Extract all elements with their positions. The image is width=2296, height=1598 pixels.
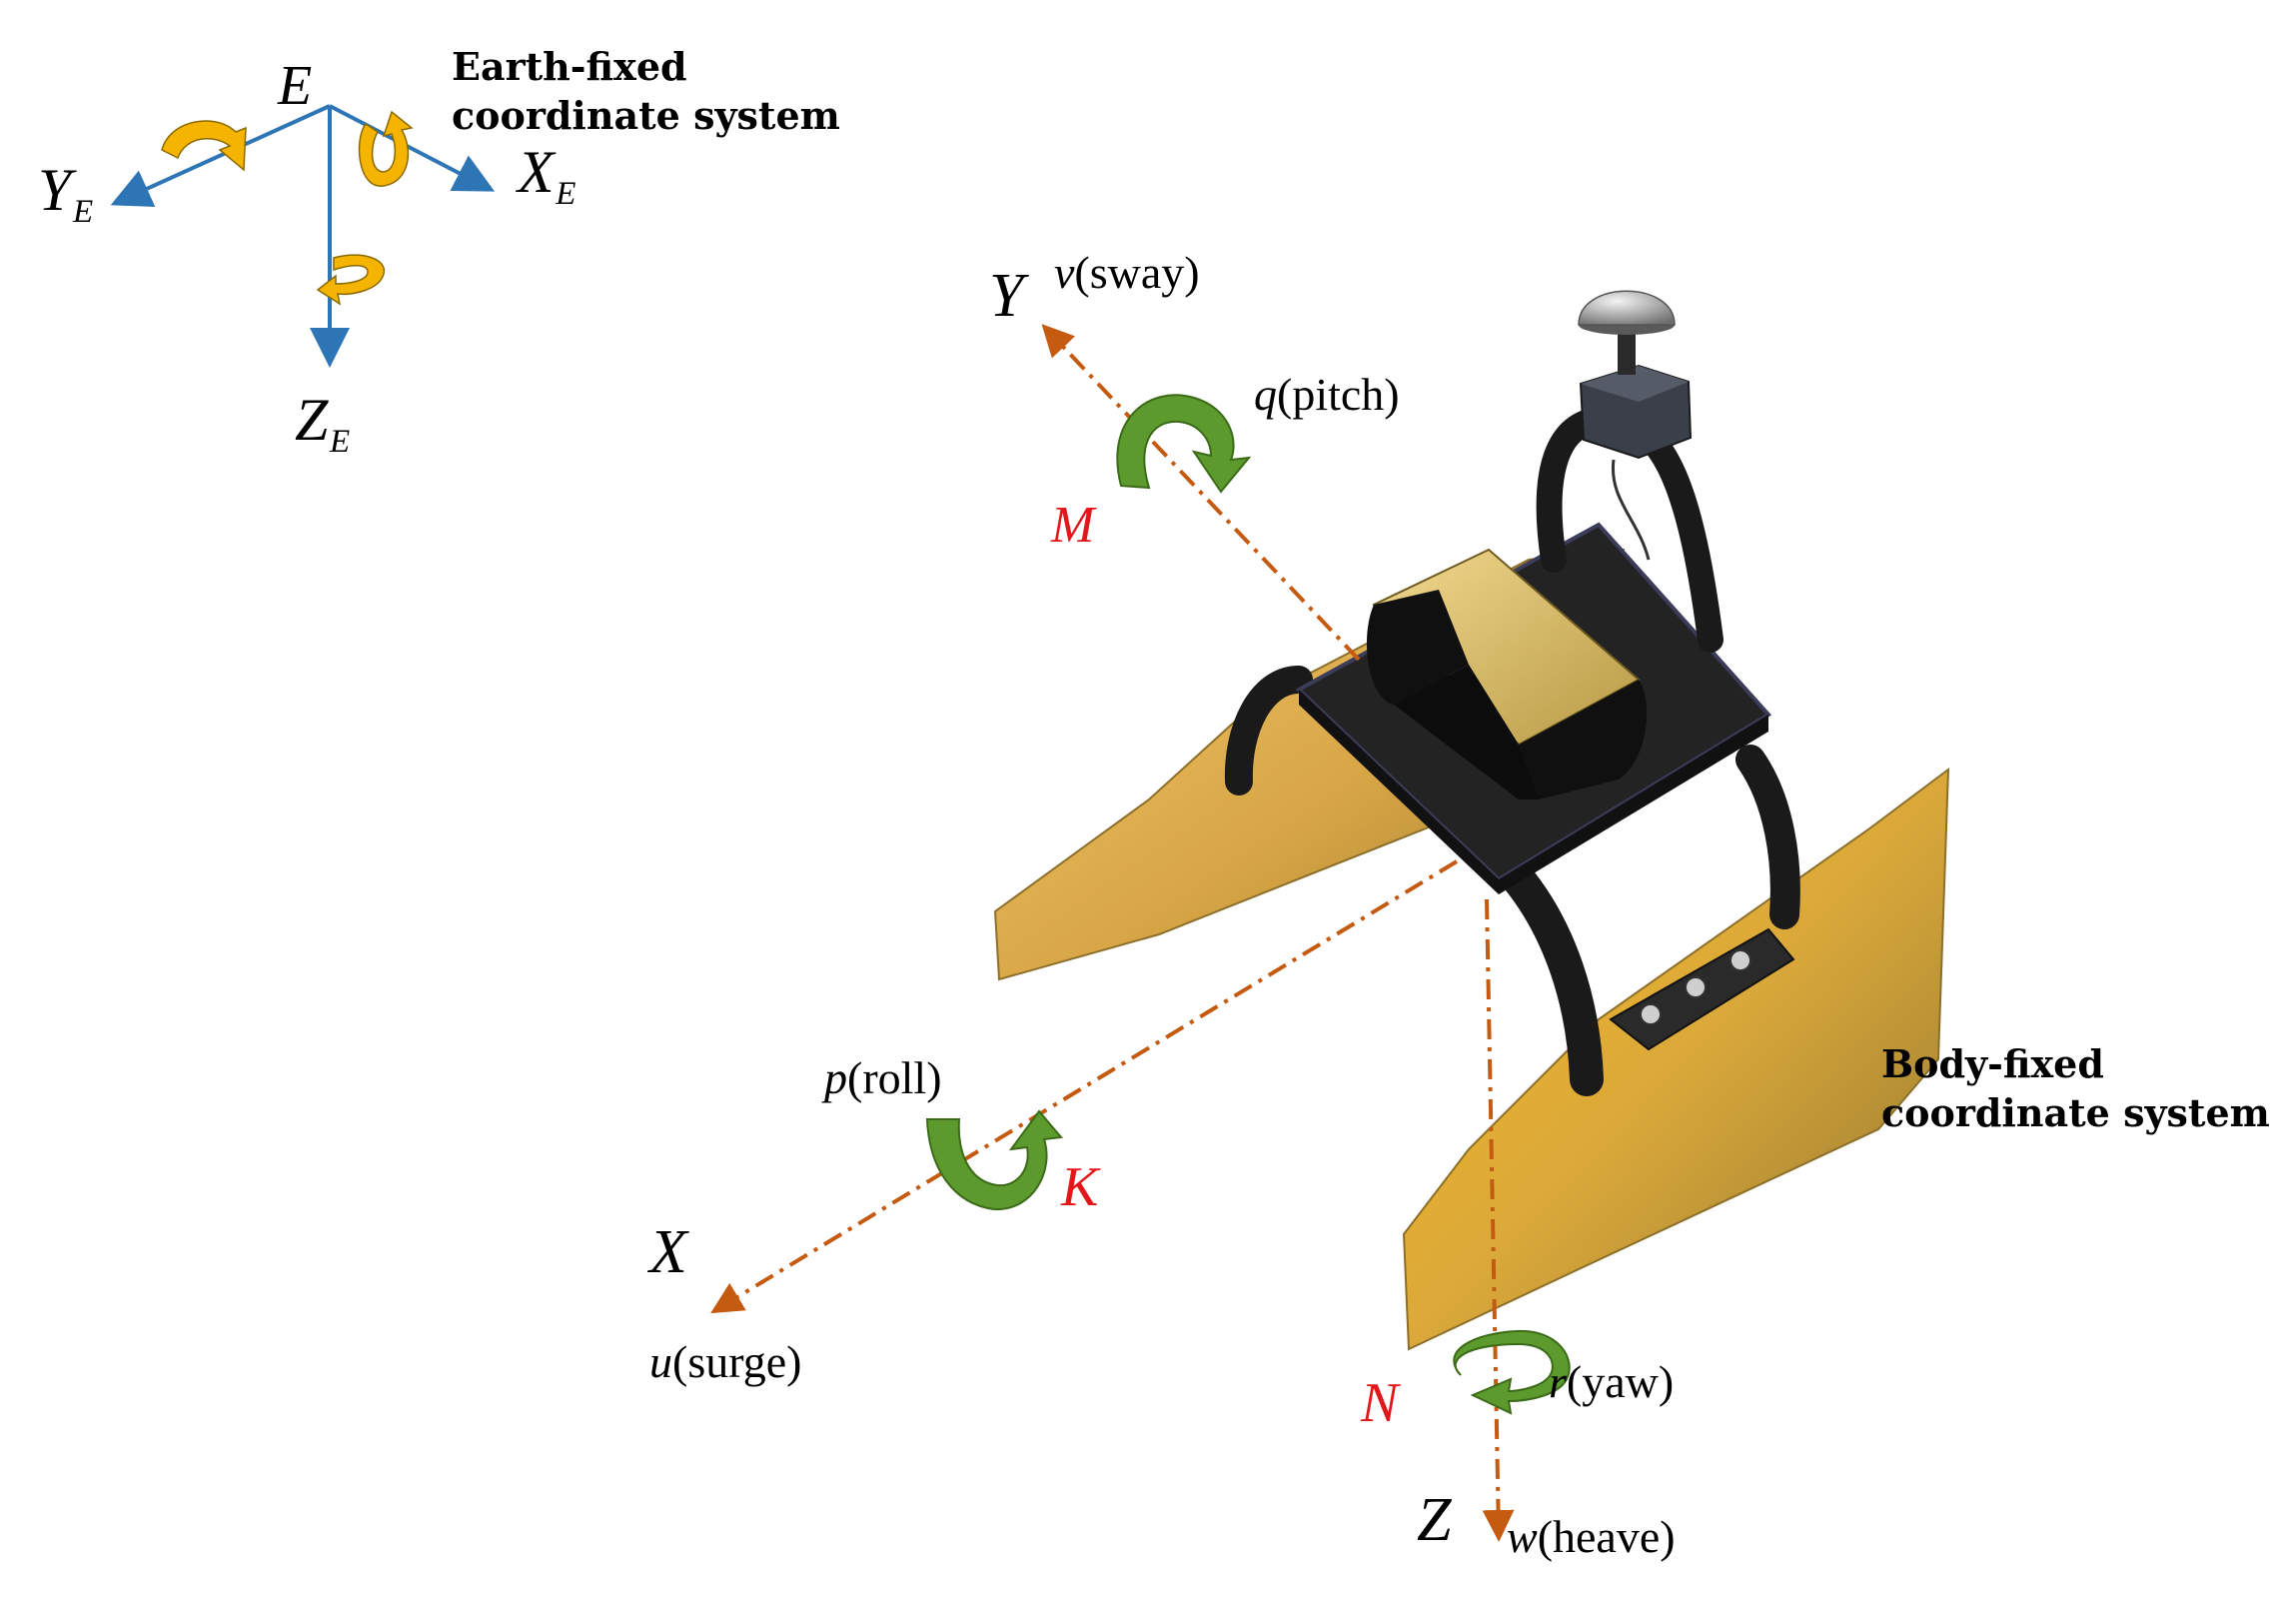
earth-rotation-arrows <box>161 110 414 306</box>
yaw-motion: (yaw) <box>1566 1356 1675 1407</box>
body-rotation-arrows <box>925 394 1571 1415</box>
antenna-post <box>1618 325 1636 375</box>
body-x-axis-label: X <box>649 1218 687 1286</box>
yaw-rate-symbol: r <box>1549 1356 1567 1407</box>
body-z-axis <box>1482 898 1515 1542</box>
surge-velocity-symbol: u <box>649 1336 672 1387</box>
body-frame-title-line1: Body-fixed <box>1881 1041 2104 1086</box>
roll-arrow-icon <box>925 1109 1063 1211</box>
heave-label: w(heave) <box>1507 1514 1676 1560</box>
leg-front-left <box>1502 862 1604 1096</box>
body-y-axis <box>1041 324 1361 662</box>
surge-motion: (surge) <box>672 1336 802 1387</box>
roll-moment-label: K <box>1061 1156 1099 1218</box>
earth-roll-arrow-icon <box>161 120 247 172</box>
roll-rate-symbol: p <box>824 1052 847 1103</box>
earth-z-subscript: E <box>330 423 351 460</box>
earth-x-symbol: X <box>518 139 555 205</box>
body-frame-axes <box>710 324 1515 1542</box>
earth-z-axis-label: ZE <box>295 387 350 458</box>
sensor-2 <box>1685 976 1707 998</box>
vessel-illustration <box>993 290 1950 1351</box>
antenna-dome <box>1578 290 1676 326</box>
pitch-moment-label: M <box>1051 497 1095 554</box>
sway-label: v(sway) <box>1054 250 1200 296</box>
body-y-axis-label: Y <box>989 262 1024 330</box>
roll-motion: (roll) <box>847 1052 942 1103</box>
pitch-motion: (pitch) <box>1277 369 1400 420</box>
mast-cable <box>1611 459 1651 561</box>
body-frame-title: Body-fixed coordinate system <box>1881 1039 2270 1138</box>
roll-label: p(roll) <box>824 1055 942 1101</box>
heave-velocity-symbol: w <box>1507 1511 1538 1562</box>
earth-origin-label: E <box>278 55 313 117</box>
pitch-rate-symbol: q <box>1254 369 1277 420</box>
earth-y-axis-label: YE <box>38 157 93 228</box>
sway-motion: (sway) <box>1074 247 1200 298</box>
sensor-3 <box>1729 949 1751 971</box>
earth-pitch-arrow-icon <box>358 110 414 187</box>
surge-label: u(surge) <box>649 1339 801 1385</box>
earth-yaw-arrow-icon <box>316 254 386 306</box>
sensor-1 <box>1640 1003 1662 1025</box>
leg-back-left <box>1224 666 1313 796</box>
deck-edge <box>1299 690 1768 894</box>
pitch-label: q(pitch) <box>1254 372 1400 418</box>
earth-x-axis-label: XE <box>518 139 575 210</box>
body-z-axis-label: Z <box>1417 1486 1452 1554</box>
body-x-axis <box>710 859 1459 1314</box>
yaw-moment-label: N <box>1361 1372 1399 1434</box>
earth-y-symbol: Y <box>38 157 72 223</box>
yaw-arrow-icon <box>1453 1329 1571 1415</box>
earth-frame-title-line1: Earth-fixed <box>452 44 687 89</box>
earth-frame-title-line2: coordinate system <box>452 93 840 139</box>
earth-y-subscript: E <box>73 193 94 230</box>
earth-frame-title: Earth-fixed coordinate system <box>452 42 840 141</box>
body-frame-title-line2: coordinate system <box>1881 1090 2270 1136</box>
pitch-arrow-icon <box>1116 394 1252 494</box>
earth-x-subscript: E <box>556 175 576 212</box>
heave-motion: (heave) <box>1537 1511 1676 1562</box>
leg-front-right <box>1735 745 1800 929</box>
sway-velocity-symbol: v <box>1054 247 1075 298</box>
earth-z-symbol: Z <box>295 387 329 453</box>
yaw-label: r(yaw) <box>1549 1359 1674 1405</box>
earth-x-axis <box>329 104 496 192</box>
